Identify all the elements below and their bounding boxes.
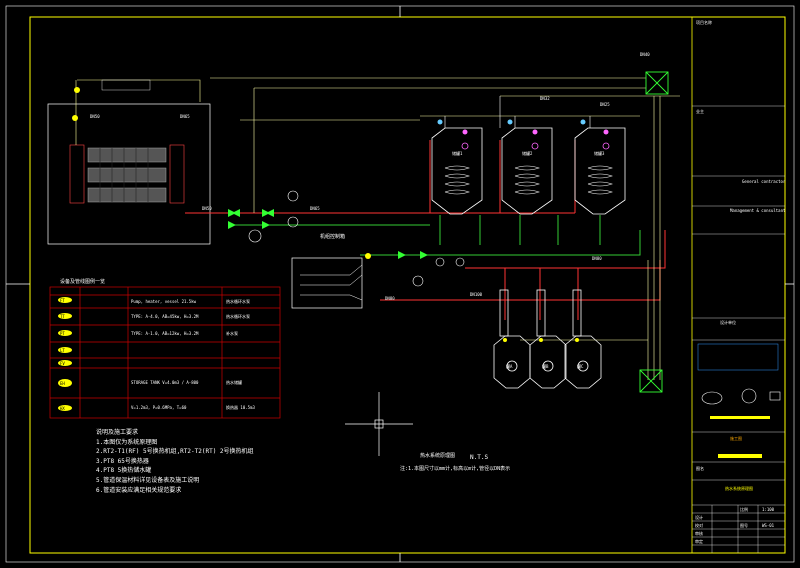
control-panel (291, 257, 363, 309)
title-block-grid (692, 105, 785, 553)
crosshair-cursor (345, 392, 413, 456)
management-label: Management & consultant (730, 208, 786, 213)
legend-symbols (58, 297, 72, 411)
pipe-label: DN80 (385, 296, 395, 301)
title-row: 审定 (695, 538, 703, 544)
note-line: 2.RT2-T1(RF) 5号换热机组,RT2-T2(RT) 2号换热机组 (96, 448, 254, 456)
scale-label: 比例 (740, 506, 748, 512)
note-line: 5.管道保温材料详见设备表及施工说明 (96, 476, 200, 484)
legend-description: STORAGE TANK V=4.0m3 / A-800 (131, 380, 199, 385)
storage-tanks (431, 127, 626, 215)
return-pipes (230, 215, 641, 256)
legend-title: 设备及管线图例一览 (60, 278, 105, 285)
exchanger-boxes (639, 71, 669, 393)
legend-remark: 热水储罐 (226, 379, 242, 385)
diagram-caption: 热水系统原理图 (420, 452, 455, 459)
pipe-label: DN65 (180, 114, 190, 119)
lower-vessels (493, 289, 602, 389)
vessel-label: 罐B (542, 363, 549, 369)
pipe-label: DN40 (640, 52, 650, 57)
legend-description: V=1.2m3, P=0.6MPa, T=60 (131, 405, 187, 410)
number-label: 图号 (740, 522, 748, 528)
valve-markers (72, 87, 609, 342)
pipe-label: DN50 (202, 206, 212, 211)
seal-block (697, 343, 779, 371)
pipe-label: DN25 (600, 102, 610, 107)
note-line: 1.本图仅为系统原理图 (96, 438, 158, 446)
stage-label: 施工图 (730, 435, 742, 441)
legend-symbol: HX (60, 406, 65, 411)
legend-description: TYPE: A-4.0, AB=45kw, H=3.2M (131, 314, 199, 319)
pipe-label: DN100 (470, 292, 483, 297)
pump-symbols (248, 190, 465, 287)
pipe-label: DN32 (540, 96, 550, 101)
top-distribution-lines (210, 77, 680, 380)
title-row: 审核 (695, 530, 703, 536)
vessel-label: 罐A (506, 363, 513, 369)
pipe-label: DN80 (592, 256, 602, 261)
title-row: 设计 (695, 514, 703, 520)
title-row: 校对 (695, 522, 703, 528)
consultant-logo (701, 388, 781, 405)
drawing-name-label: 图名 (696, 465, 704, 471)
number-value: WS-01 (762, 523, 775, 528)
drawing-title: 热水系统原理图 (725, 485, 753, 491)
note-line: 3.PT8 65号换热器 (96, 457, 149, 465)
tank-label: 储罐2 (522, 150, 533, 156)
legend-symbol: TT (60, 314, 65, 319)
diagram-subcaption: 注:1.本图尺寸以mm计,标高以m计,管径以DN表示 (400, 465, 510, 472)
note-line: 4.PT8 5换热储水罐 (96, 467, 152, 475)
supply-pipes (185, 140, 666, 320)
legend-remark: 换热器 10.5m3 (226, 404, 255, 410)
pipe-label: DN50 (90, 114, 100, 119)
legend-remark: 热水循环水泵 (226, 298, 250, 304)
client-label: 业主 (696, 108, 704, 114)
project-title: 项目名称 (696, 19, 712, 25)
legend-remark: 补水泵 (226, 330, 238, 336)
drawing-frame (29, 16, 786, 554)
legend-symbol: EH (60, 381, 65, 386)
edge-ticks (6, 6, 794, 562)
notes-title: 说明及施工要求 (96, 429, 139, 436)
note-line: 6.管道安装应满足相关规范要求 (96, 486, 182, 494)
seal-label: 设计单位 (720, 319, 736, 325)
contractor-label: General contractor (742, 179, 786, 184)
legend-symbol: FV (60, 361, 65, 366)
scale-value: 1:100 (762, 507, 775, 512)
nts-label: N.T.S (470, 454, 488, 461)
legend-remark: 热水循环水泵 (226, 313, 250, 319)
unit-label: 机组控制箱 (320, 233, 345, 240)
legend-symbol: PT (60, 331, 65, 336)
legend-symbol: LT (60, 348, 65, 353)
legend-symbol: FT (60, 298, 65, 303)
legend-table (49, 286, 281, 419)
tank-label: 储罐1 (452, 150, 463, 156)
legend-description: TYPE: A-1.0, AB=12kw, H=3.2M (131, 331, 199, 336)
pipe-label: DN65 (310, 206, 320, 211)
vessel-label: 罐C (577, 363, 584, 369)
title-block-accents (710, 416, 770, 458)
legend-description: Pump, heater, vessel 21.5kw (131, 299, 197, 304)
tank-feed-lines (444, 96, 591, 128)
tank-label: 储罐3 (594, 150, 605, 156)
design-notes: 说明及施工要求 1.本图仅为系统原理图 2.RT2-T1(RF) 5号换热机组,… (96, 428, 416, 495)
heat-pump-unit (47, 79, 211, 245)
